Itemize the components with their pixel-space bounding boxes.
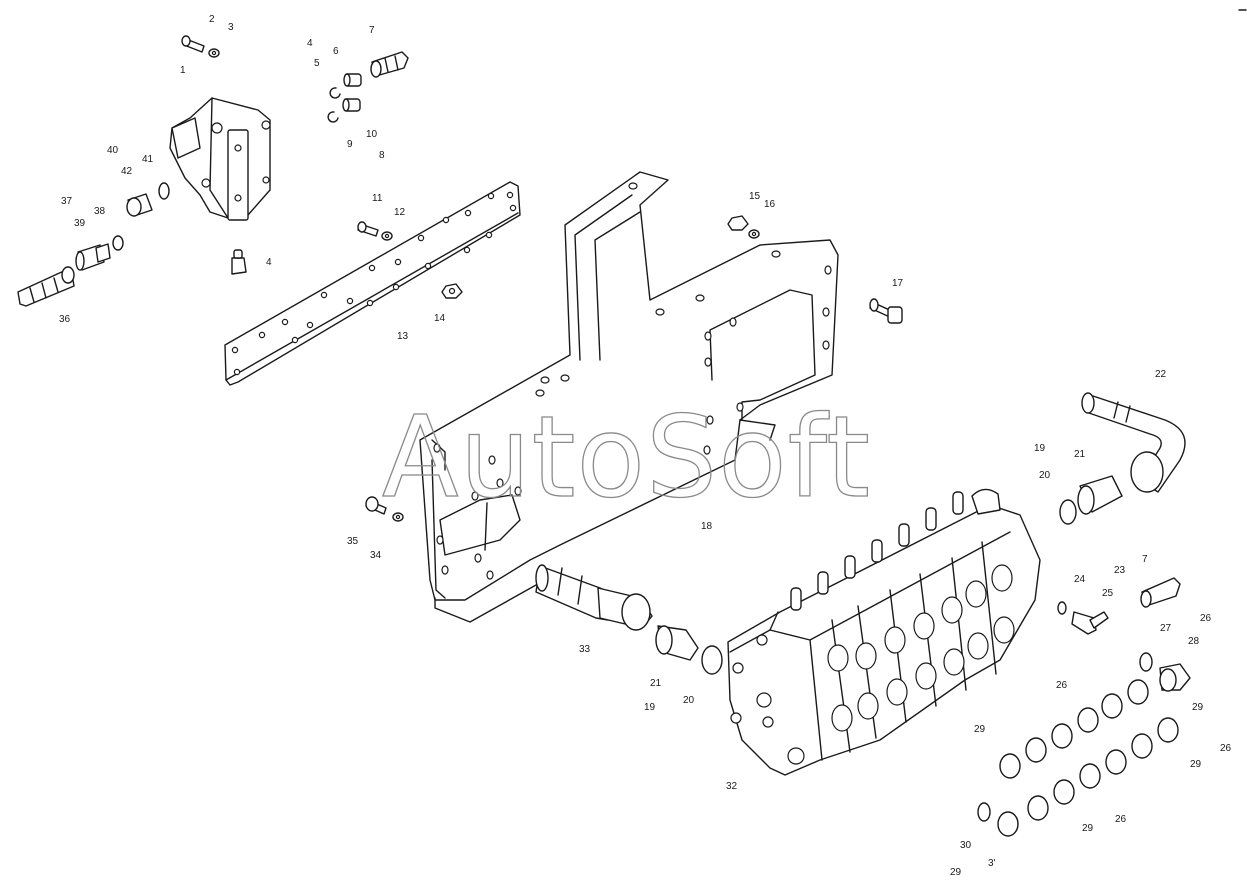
callout-29: 29 bbox=[1082, 823, 1094, 834]
callout-3: 3 bbox=[228, 22, 234, 33]
callout-26: 26 bbox=[1056, 680, 1068, 691]
callout-20: 20 bbox=[1039, 470, 1051, 481]
callout-12: 12 bbox=[394, 207, 406, 218]
callout-20: 20 bbox=[683, 695, 695, 706]
callout-26: 26 bbox=[1220, 743, 1232, 754]
spool-caps bbox=[790, 488, 1001, 611]
callout-41: 41 bbox=[142, 154, 154, 165]
callout-31: 3' bbox=[988, 858, 996, 869]
callout-23: 23 bbox=[1114, 565, 1126, 576]
left-fittings bbox=[17, 182, 170, 307]
callout-36: 36 bbox=[59, 314, 71, 325]
callout-28: 28 bbox=[1188, 636, 1200, 647]
callout-7: 7 bbox=[1142, 554, 1148, 565]
plate-holes bbox=[231, 191, 517, 376]
bolt-17 bbox=[869, 298, 903, 324]
callout-26: 26 bbox=[1115, 814, 1127, 825]
callout-17: 17 bbox=[892, 278, 904, 289]
callout-32: 32 bbox=[726, 781, 738, 792]
callout-4: 4 bbox=[307, 38, 313, 49]
callout-38: 38 bbox=[94, 206, 106, 217]
fittings-right bbox=[1057, 577, 1181, 635]
callout-21: 21 bbox=[1074, 449, 1086, 460]
callout-labels: 1 2 3 4 5 6 7 10 9 8 40 41 42 37 38 39 3… bbox=[59, 14, 1232, 878]
callout-18: 18 bbox=[701, 521, 713, 532]
callout-1: 1 bbox=[180, 65, 186, 76]
callout-29: 29 bbox=[950, 867, 962, 878]
watermark: AutoSoft bbox=[382, 393, 871, 523]
callout-16: 16 bbox=[764, 199, 776, 210]
callout-21: 21 bbox=[650, 678, 662, 689]
frame-bracket bbox=[419, 171, 839, 623]
bolt-1 bbox=[181, 35, 220, 58]
callout-5: 5 bbox=[314, 58, 320, 69]
callout-11: 11 bbox=[372, 193, 383, 204]
nut-14 bbox=[441, 283, 463, 299]
callout-22: 22 bbox=[1155, 369, 1167, 380]
valve-ports bbox=[730, 564, 1015, 765]
callout-13: 13 bbox=[397, 331, 409, 342]
callout-39: 39 bbox=[74, 218, 86, 229]
callout-33: 33 bbox=[579, 644, 591, 655]
adapter-21-left bbox=[655, 625, 723, 675]
callout-27: 27 bbox=[1160, 623, 1172, 634]
callout-19: 19 bbox=[644, 702, 656, 713]
callout-40: 40 bbox=[107, 145, 119, 156]
spool-33 bbox=[535, 564, 653, 631]
callout-29: 29 bbox=[1192, 702, 1204, 713]
callout-26: 26 bbox=[1200, 613, 1212, 624]
callout-15: 15 bbox=[749, 191, 761, 202]
adapter-21-right bbox=[1059, 475, 1123, 525]
callout-6: 6 bbox=[333, 46, 339, 57]
fittings-top bbox=[327, 51, 409, 123]
callout-14: 14 bbox=[434, 313, 446, 324]
callout-9: 9 bbox=[347, 139, 353, 150]
callout-2: 2 bbox=[209, 14, 215, 25]
callout-24: 24 bbox=[1074, 574, 1086, 585]
control-valve-block bbox=[727, 488, 1041, 776]
pilot-valve-assembly bbox=[169, 97, 271, 221]
callout-19: 19 bbox=[1034, 443, 1046, 454]
callout-37: 37 bbox=[61, 196, 73, 207]
frame-holes bbox=[433, 182, 832, 580]
callout-4: 4 bbox=[266, 257, 272, 268]
callout-30: 30 bbox=[960, 840, 972, 851]
plug-set bbox=[977, 652, 1191, 837]
nut-15 bbox=[727, 215, 760, 239]
bolt-35 bbox=[365, 496, 404, 522]
callout-10: 10 bbox=[366, 129, 378, 140]
callout-29: 29 bbox=[1190, 759, 1202, 770]
callout-29: 29 bbox=[974, 724, 986, 735]
callout-42: 42 bbox=[121, 166, 133, 177]
hose-elbow-22 bbox=[1081, 392, 1186, 493]
callout-34: 34 bbox=[370, 550, 382, 561]
callout-25: 25 bbox=[1102, 588, 1114, 599]
callout-8: 8 bbox=[379, 150, 385, 161]
grease-fitting-4 bbox=[231, 249, 247, 275]
callout-7: 7 bbox=[369, 25, 375, 36]
bolt-11 bbox=[357, 221, 393, 241]
mounting-plate bbox=[224, 181, 521, 386]
callout-35: 35 bbox=[347, 536, 359, 547]
